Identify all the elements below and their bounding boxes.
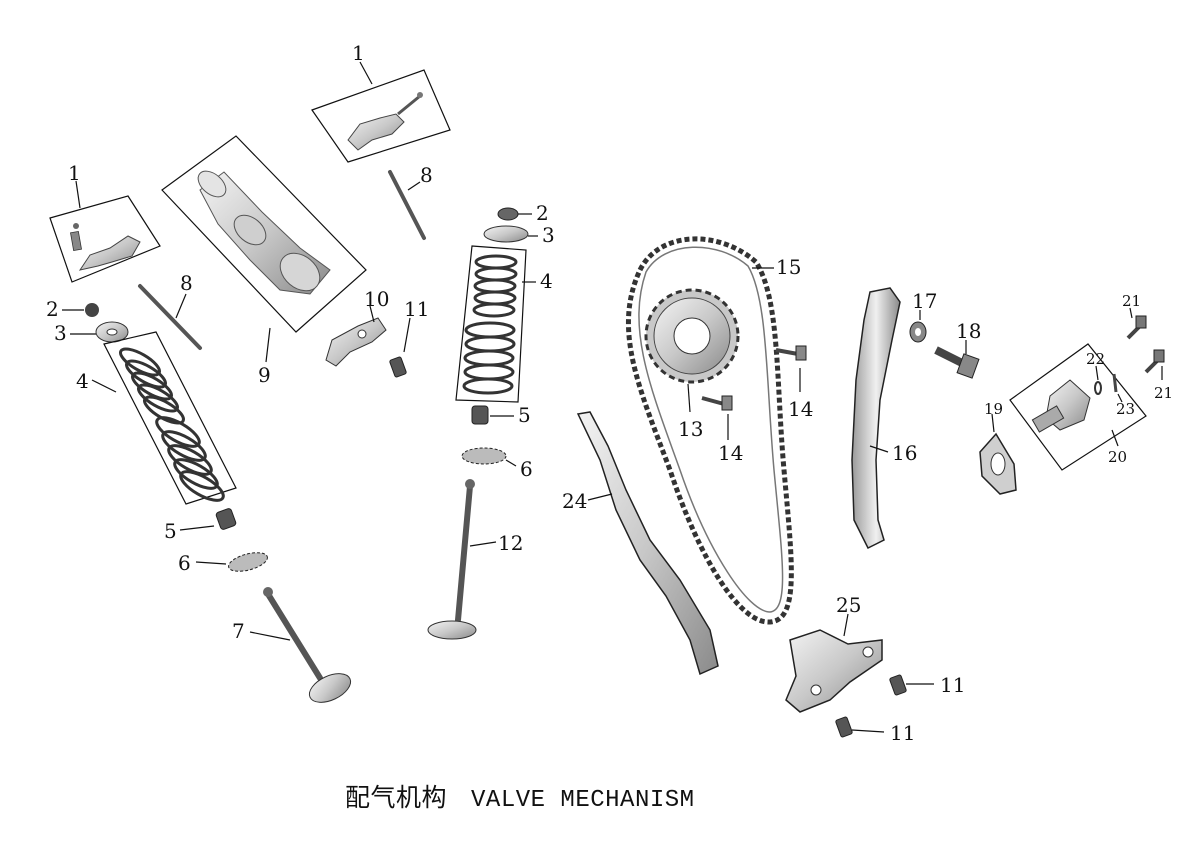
rocker-arm-kit-top	[311, 69, 451, 163]
valve-cotter-mid	[497, 207, 519, 221]
valve-cotter-left	[85, 303, 99, 317]
callout-bracket: 10	[364, 287, 389, 311]
bolt-11-plate-a	[889, 674, 907, 696]
callout-valve-left: 7	[232, 619, 245, 643]
rocker-arm-kit-left	[49, 195, 161, 283]
callout-gasket: 19	[984, 400, 1003, 418]
cam-sprocket	[644, 288, 740, 384]
chain-guide-24	[576, 411, 719, 676]
bolt-14-lower	[701, 395, 733, 411]
callout-washer: 17	[912, 289, 937, 313]
pushrod-left	[138, 284, 202, 350]
mounting-plate-25	[785, 629, 883, 713]
callout-pushrod-top: 8	[420, 163, 433, 187]
callout-bolt-plate-b: 11	[890, 721, 915, 745]
screw-21-right	[1144, 349, 1165, 374]
caption-chinese: 配气机构	[345, 783, 448, 812]
callout-rocker-left: 1	[68, 161, 81, 185]
callout-screw-top: 21	[1122, 292, 1141, 310]
callout-guide: 16	[892, 441, 917, 465]
callout-seat-mid: 6	[520, 457, 533, 481]
callout-pin-23: 23	[1116, 400, 1135, 418]
gasket-19	[979, 432, 1017, 495]
tensioner-assembly-20	[1009, 343, 1147, 471]
valve-spring-left	[103, 331, 237, 505]
timing-chain	[626, 236, 794, 625]
bolt-11-upper	[389, 356, 407, 378]
callout-bolt-14-lower: 14	[718, 441, 743, 465]
callout-seal-mid: 5	[518, 403, 531, 427]
callout-cotter-mid: 2	[536, 201, 549, 225]
bolt-14-upper	[775, 345, 807, 361]
pushrod-top	[388, 170, 426, 240]
rocker-bracket	[325, 317, 387, 367]
callout-retainer-mid: 3	[542, 223, 555, 247]
callout-valve-mid: 12	[498, 531, 523, 555]
callout-tensioner: 20	[1108, 448, 1127, 466]
spring-retainer-mid	[483, 225, 529, 243]
spring-22	[1094, 381, 1102, 395]
callout-chain: 15	[776, 255, 801, 279]
valve-mid	[427, 479, 477, 640]
valve-left	[263, 587, 352, 703]
callout-screw-right: 21	[1154, 384, 1173, 402]
spring-seat-left	[228, 552, 268, 572]
callout-spring-mid: 4	[540, 269, 553, 293]
tensioner-bolt-18	[934, 346, 980, 379]
washer-17	[909, 321, 927, 343]
callout-pushrod-left: 8	[180, 271, 193, 295]
tensioner-guide-16	[851, 287, 901, 550]
callout-cotter-left: 2	[46, 297, 59, 321]
caption-english: VALVE MECHANISM	[471, 787, 695, 814]
callout-tensioner-bolt: 18	[956, 319, 981, 343]
callout-retainer-left: 3	[54, 321, 67, 345]
callout-sprocket: 13	[678, 417, 703, 441]
callout-camshaft: 9	[258, 363, 271, 387]
diagram-caption: 配气机构 VALVE MECHANISM	[345, 778, 695, 814]
callout-plate: 25	[836, 593, 861, 617]
valve-spring-mid	[455, 245, 527, 403]
camshaft	[161, 135, 367, 333]
callout-bolt-upper: 11	[404, 297, 429, 321]
callout-bolt-plate-a: 11	[940, 673, 965, 697]
pin-23	[1112, 373, 1118, 393]
valve-seal-left	[215, 508, 237, 530]
callout-seat-left: 6	[178, 551, 191, 575]
screw-21-top	[1126, 315, 1147, 340]
callout-seal-left: 5	[164, 519, 177, 543]
spring-seat-mid	[461, 447, 507, 465]
callout-bolt-14-upper: 14	[788, 397, 813, 421]
callout-chain-guide: 24	[562, 489, 587, 513]
callout-rocker-top: 1	[352, 41, 365, 65]
callout-spring-22: 22	[1086, 350, 1105, 368]
bolt-11-plate-b	[835, 716, 853, 738]
valve-seal-mid	[471, 405, 489, 425]
callout-spring-left: 4	[76, 369, 89, 393]
